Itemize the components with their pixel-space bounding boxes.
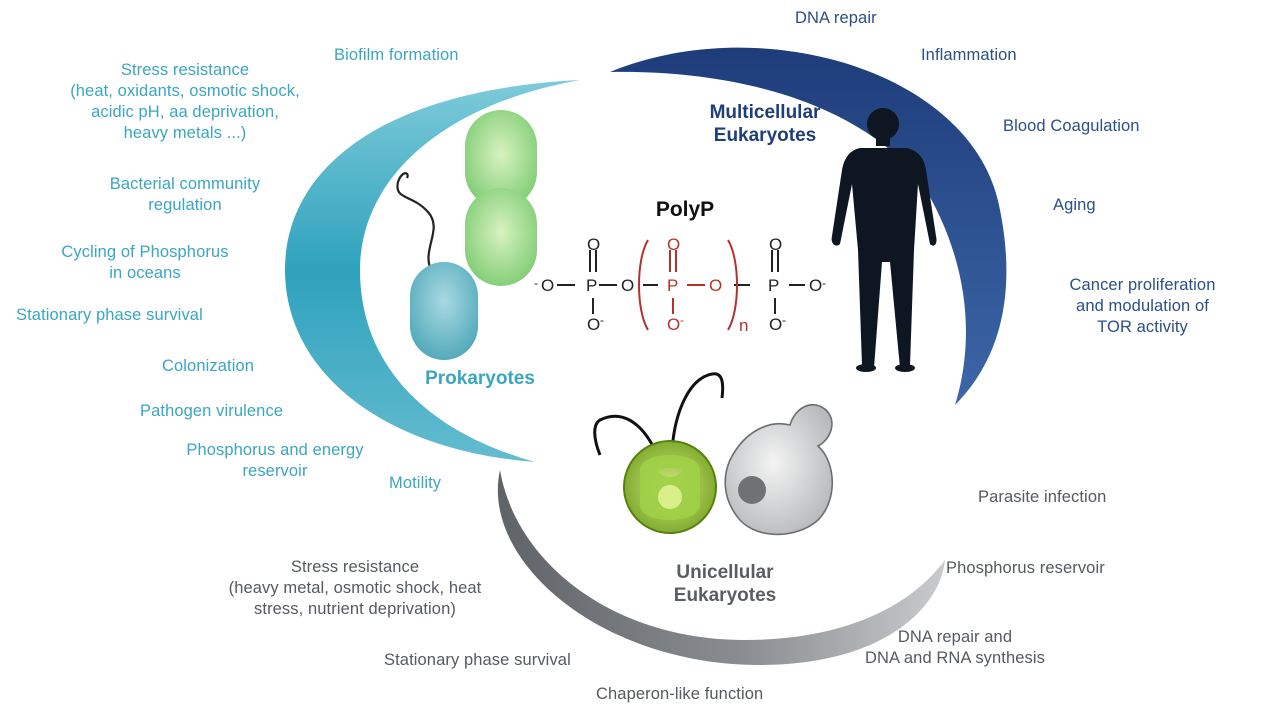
formula-p-1: P [586, 276, 598, 295]
alga-flagella [593, 372, 725, 456]
multicellular-arc [610, 47, 1007, 405]
prokaryote-function-stationary-phase: Stationary phase survival [16, 306, 203, 324]
prokaryote-function-phosphorus-cycling: Cycling of Phosphorus in oceans [61, 243, 229, 282]
formula-o-bottom-3: O [769, 315, 783, 334]
formula-o-repeat-bridge: O [709, 276, 723, 295]
formula-charge-right: - [822, 276, 826, 290]
formula-o-top-3: O [769, 235, 783, 254]
prokaryotes-title: Prokaryotes [425, 368, 535, 389]
formula-p-repeat: P [667, 276, 679, 295]
multicellular-function-dna-repair: DNA repair [795, 9, 877, 27]
formula-charge-left: - [534, 276, 538, 290]
unicellular-function-stationary-phase: Stationary phase survival [384, 651, 571, 669]
prokaryote-function-colonization: Colonization [162, 357, 255, 375]
multicellular-function-inflammation: Inflammation [921, 46, 1017, 64]
polyp-title: PolyP [655, 198, 715, 221]
polyp-repeat-unit [638, 239, 738, 331]
unicellular-function-phosphorus-reservoir: Phosphorus reservoir [946, 559, 1105, 577]
prokaryote-function-pathogen-virulence: Pathogen virulence [140, 402, 284, 420]
prokaryote-function-community-regulation: Bacterial community regulation [109, 175, 261, 214]
unicellular-function-chaperon: Chaperon-like function [596, 685, 764, 703]
formula-o-top-1: O [587, 235, 601, 254]
formula-o-bottom-1: O [587, 315, 601, 334]
human-silhouette-icon [831, 108, 937, 372]
prokaryote-function-stress-resistance: Stress resistance (heat, oxidants, osmot… [70, 61, 300, 142]
prokaryote-arc [285, 80, 580, 462]
bacterium-blue [410, 262, 478, 360]
formula-o-bridge-1: O [621, 276, 635, 295]
formula-o-repeat-bottom: O [667, 315, 681, 334]
multicellular-function-aging: Aging [1053, 196, 1096, 214]
formula-charge-3: - [782, 313, 786, 327]
unicellular-title: Unicellular Eukaryotes [673, 562, 777, 606]
formula-o-repeat-top: O [667, 235, 681, 254]
alga-pyrenoid [658, 485, 682, 509]
formula-charge-repeat: - [680, 313, 684, 327]
formula-repeat-n: n [739, 316, 749, 335]
unicellular-function-stress-resistance: Stress resistance (heavy metal, osmotic … [228, 558, 482, 618]
polyp-formula-bonds [557, 250, 805, 314]
yeast-nucleus [738, 476, 766, 504]
multicellular-title: Multicellular Eukaryotes [709, 102, 821, 146]
formula-o-left: O [541, 276, 555, 295]
multicellular-function-blood-coagulation: Blood Coagulation [1003, 117, 1140, 135]
bacterium-flagellum [396, 172, 435, 273]
unicellular-function-parasite-infection: Parasite infection [978, 488, 1107, 506]
unicellular-function-dna-rna-synthesis: DNA repair and DNA and RNA synthesis [864, 628, 1045, 667]
yeast-cell [724, 404, 834, 536]
prokaryote-function-biofilm: Biofilm formation [334, 46, 459, 64]
unicellular-arc [497, 470, 945, 665]
multicellular-function-cancer-tor: Cancer proliferation and modulation of T… [1069, 276, 1216, 336]
formula-o-right: O [809, 276, 823, 295]
bacterium-green-bottom [465, 188, 537, 286]
prokaryote-function-motility: Motility [389, 474, 442, 492]
formula-p-3: P [768, 276, 780, 295]
bacterium-green-top [465, 110, 537, 208]
prokaryote-function-energy-reservoir: Phosphorus and energy reservoir [186, 441, 364, 480]
formula-charge-1: - [600, 313, 604, 327]
